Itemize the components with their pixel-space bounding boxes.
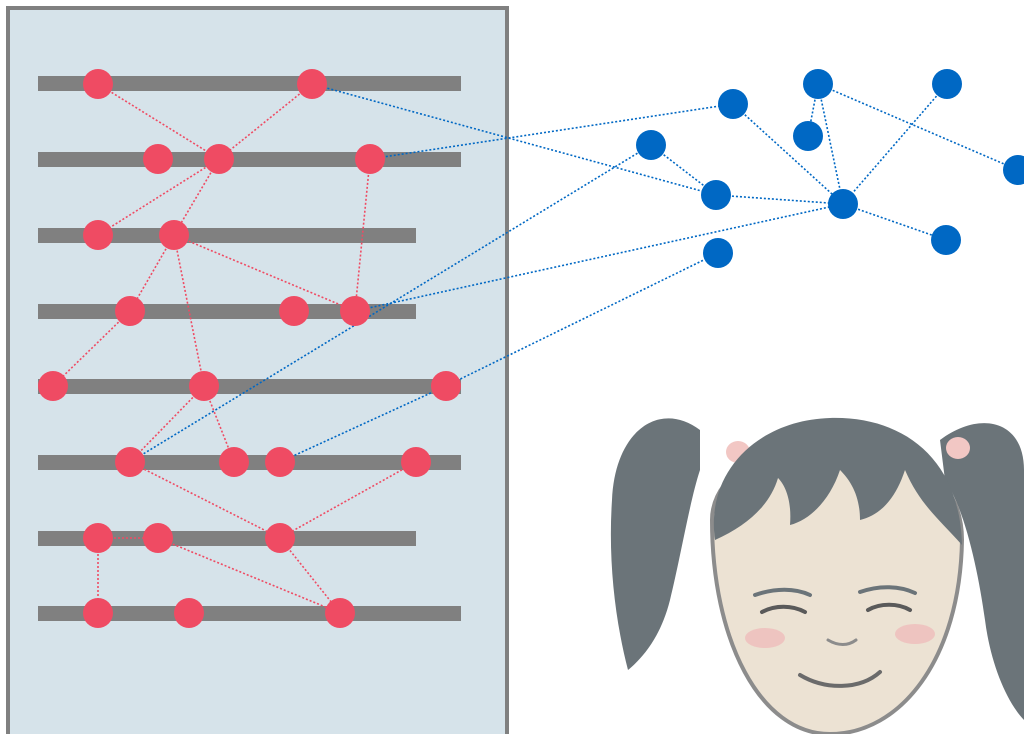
text-line [38,531,416,546]
text-line [38,76,461,91]
mouth [798,670,882,688]
mind-node [636,130,666,160]
text-nodes [38,69,461,628]
mind-node [803,69,833,99]
left-cheek [745,628,785,648]
mind-link [817,83,844,205]
text-line [38,152,461,167]
text-node [83,220,113,250]
text-node [174,598,204,628]
mind-link [715,194,844,205]
text-node [265,447,295,477]
text-line [38,606,461,621]
nose [826,638,858,646]
cross-link [129,144,652,463]
mind-link [842,83,948,205]
text-node [265,523,295,553]
text-node [325,598,355,628]
text-node [340,296,370,326]
mind-node [931,225,961,255]
mind-node [1003,155,1024,185]
text-node [83,523,113,553]
mind-link [817,83,1019,171]
text-node [115,296,145,326]
text-line [38,228,416,243]
text-node [219,447,249,477]
right-eyebrow [858,585,917,595]
mind-node [701,180,731,210]
text-node [143,523,173,553]
text-link [173,234,205,387]
mind-node [793,121,823,151]
mind-links [650,83,1019,241]
text-link [129,385,205,463]
text-links [52,83,417,614]
text-node [279,296,309,326]
cross-link [311,83,717,196]
text-node [431,371,461,401]
text-node [115,447,145,477]
text-link [279,461,417,539]
hair-bangs [713,417,962,545]
right-ribbon [946,437,970,459]
mind-node [703,238,733,268]
girl-face-illustration [610,417,1024,734]
cross-link [445,252,719,387]
text-link [173,234,356,312]
right-eye [866,602,912,612]
text-node [204,144,234,174]
left-eyebrow [753,587,812,597]
cross-link [369,103,734,160]
text-node [83,69,113,99]
text-line [38,379,461,394]
text-node [83,598,113,628]
text-link [129,461,281,539]
text-link [157,537,341,614]
mind-node [828,189,858,219]
cross-link [279,385,447,463]
cross-link [354,203,844,312]
text-node [159,220,189,250]
mind-node [718,89,748,119]
right-pigtail [940,423,1024,720]
mind-nodes [636,69,1024,268]
text-node [38,371,68,401]
cross-links [129,83,844,463]
left-eye [760,604,807,614]
text-node [189,371,219,401]
text-line [38,455,461,470]
text-link [52,310,131,387]
text-node [297,69,327,99]
left-pigtail [610,418,700,670]
mind-link [732,103,844,205]
mind-link [842,203,947,241]
text-node [401,447,431,477]
text-link [354,158,371,312]
text-link [279,537,341,614]
text-node [355,144,385,174]
text-node [143,144,173,174]
mind-node [932,69,962,99]
right-cheek [895,624,935,644]
